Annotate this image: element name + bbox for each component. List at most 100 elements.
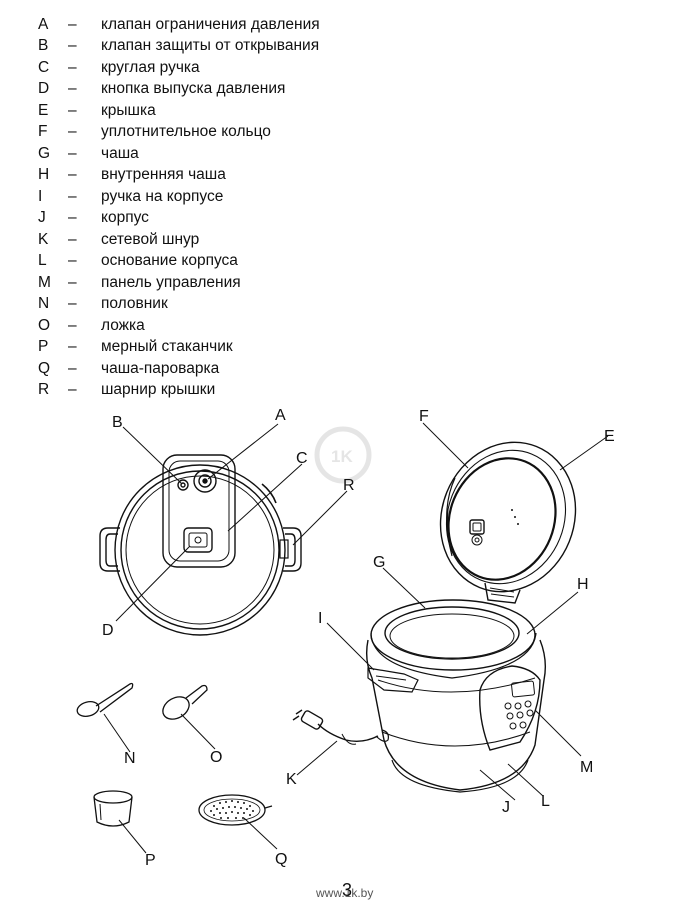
pressure-limiting-valve — [193, 469, 217, 493]
legend-row-c: C– круглая ручка — [38, 57, 320, 79]
legend-letter: L — [38, 252, 47, 270]
legend-description: внутренняя чаша — [101, 166, 226, 184]
callout-i: I — [318, 610, 322, 627]
legend-dash: – — [68, 295, 77, 313]
legend-letter: Q — [38, 359, 51, 377]
cooker-body-side-view — [292, 599, 547, 793]
callout-m: M — [580, 759, 593, 776]
pressure-release-button — [183, 527, 213, 553]
leader-lines-top-view — [115, 423, 348, 622]
lid-outer-rim — [439, 441, 577, 593]
callout-e: E — [604, 428, 615, 445]
legend-letter: N — [38, 295, 50, 313]
power-plug — [300, 710, 324, 730]
legend-letter: C — [38, 58, 50, 76]
callout-c: C — [296, 450, 308, 467]
legend-letter: J — [38, 209, 46, 227]
legend-letter: I — [38, 187, 43, 205]
callout-a: A — [275, 407, 286, 424]
legend-dash: – — [68, 209, 77, 227]
legend-description: половник — [101, 295, 168, 313]
legend-letter: F — [38, 123, 48, 141]
legend-row-j: J – корпус — [38, 208, 320, 230]
legend-dash: – — [68, 37, 77, 55]
legend-description: кнопка выпуска давления — [101, 80, 286, 98]
callout-q: Q — [275, 851, 287, 868]
steamer-bowl-illustration — [198, 794, 273, 826]
sealing-ring — [447, 457, 557, 581]
legend-row-k: K – сетевой шнур — [38, 229, 320, 251]
legend-row-a: A–клапан ограничения давления — [38, 14, 320, 36]
legend-letter: D — [38, 80, 50, 98]
legend-description: уплотнительное кольцо — [101, 123, 271, 141]
callout-j: J — [502, 799, 510, 816]
legend-letter: R — [38, 381, 50, 399]
legend-dash: – — [68, 230, 77, 248]
callout-l: L — [541, 793, 550, 810]
legend-row-m: M–панель управления — [38, 272, 320, 294]
callout-n: N — [124, 750, 136, 767]
callout-r: R — [343, 477, 355, 494]
leader-lines-side-view — [296, 422, 609, 801]
legend-dash: – — [68, 338, 77, 356]
legend-description: клапан защиты от открывания — [101, 37, 320, 55]
legend-row-b: B – клапан защиты от открывания — [38, 36, 320, 58]
open-lid — [439, 441, 577, 604]
legend-description: клапан ограничения давления — [101, 15, 320, 33]
legend-dash: – — [68, 101, 77, 119]
legend-letter: H — [38, 166, 50, 184]
legend-dash: – — [68, 80, 77, 98]
legend-dash: – — [68, 58, 77, 76]
legend-row-d: D– кнопка выпуска давления — [38, 79, 320, 101]
rice-spoon-illustration — [162, 684, 208, 720]
legend-description: чаша — [101, 144, 139, 162]
cooker-body-outline — [114, 464, 286, 636]
page-number: 3 — [342, 880, 353, 900]
legend-letter: K — [38, 230, 49, 248]
legend-dash: – — [68, 381, 77, 399]
legend-row-i: I–ручка на корпусе — [38, 186, 320, 208]
legend-letter: M — [38, 273, 51, 291]
legend-dash: – — [68, 359, 77, 377]
bowl-inner — [384, 606, 520, 660]
legend-row-r: R– шарнир крышки — [38, 380, 320, 402]
legend-row-n: N– половник — [38, 294, 320, 316]
legend-letter: E — [38, 101, 49, 119]
legend-row-l: L–основание корпуса — [38, 251, 320, 273]
parts-legend: A–клапан ограничения давления B – клапан з… — [38, 14, 320, 401]
legend-description: шарнир крышки — [101, 381, 216, 399]
right-handle — [283, 527, 302, 572]
callout-d: D — [102, 622, 114, 639]
callout-p: P — [145, 852, 156, 869]
ladle-illustration — [76, 682, 134, 717]
callout-k: K — [286, 771, 297, 788]
power-cord — [317, 723, 379, 743]
footer-site-watermark: www.1k.by — [316, 886, 374, 900]
legend-description: панель управления — [101, 273, 241, 291]
legend-letter: O — [38, 316, 51, 334]
legend-row-e: E–крышка — [38, 100, 320, 122]
legend-description: ложка — [101, 316, 145, 334]
measuring-cup-illustration — [93, 790, 133, 827]
legend-row-f: F–уплотнительное кольцо — [38, 122, 320, 144]
legend-description: корпус — [101, 209, 149, 227]
watermark-logo: 1K — [314, 426, 372, 484]
control-panel — [479, 665, 541, 751]
legend-row-o: O– ложка — [38, 315, 320, 337]
legend-dash: – — [68, 316, 77, 334]
callout-f: F — [419, 408, 429, 425]
cooker-base — [391, 759, 529, 793]
legend-letter: G — [38, 144, 51, 162]
legend-letter: P — [38, 338, 49, 356]
lid-hinge — [484, 582, 521, 604]
legend-dash: – — [68, 144, 77, 162]
legend-description: круглая ручка — [101, 58, 200, 76]
legend-letter: B — [38, 37, 49, 55]
legend-description: сетевой шнур — [101, 230, 200, 248]
legend-description: чаша-пароварка — [101, 359, 220, 377]
legend-description: мерный стаканчик — [101, 338, 233, 356]
watermark-logo-text: 1K — [331, 447, 353, 466]
legend-row-p: P – мерный стаканчик — [38, 337, 320, 359]
legend-dash: – — [68, 252, 77, 270]
